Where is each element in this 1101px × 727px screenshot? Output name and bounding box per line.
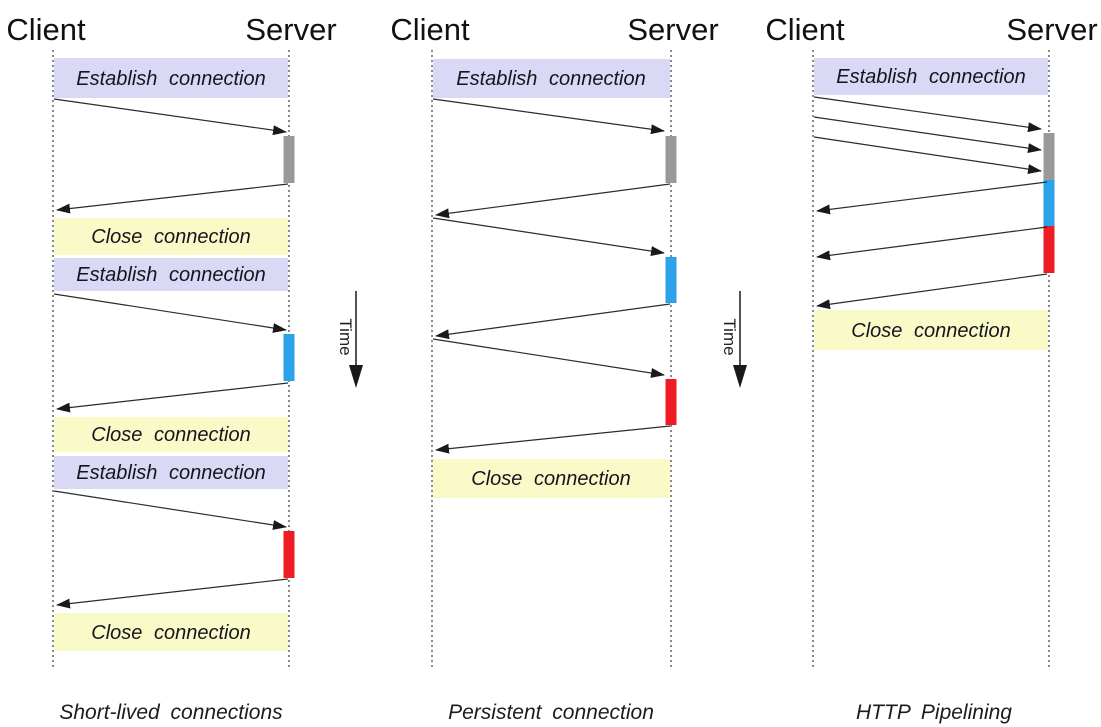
request-arrow — [432, 98, 665, 135]
establish-connection-label: Establish connection — [456, 68, 645, 90]
establish-connection-box — [433, 59, 670, 98]
response-arrow — [56, 382, 289, 413]
response-arrow — [56, 578, 289, 609]
server-processing-bar-red — [1043, 226, 1055, 273]
close-connection-label: Close connection — [91, 424, 250, 446]
panel-caption-short-lived: Short-lived connections — [59, 701, 283, 724]
pipelined-request-arrow — [813, 136, 1042, 175]
client-heading: Client — [6, 12, 86, 47]
server-processing-bar-blue — [665, 257, 677, 303]
close-connection-box — [54, 417, 288, 452]
request-arrow — [432, 217, 665, 256]
server-processing-bar-blue — [1043, 180, 1055, 226]
request-arrow — [53, 490, 287, 530]
server-heading: Server — [245, 12, 336, 47]
close-connection-label: Close connection — [471, 468, 630, 490]
server-processing-bar-gray — [1043, 133, 1055, 180]
time-label: Time — [336, 318, 355, 355]
panel-short-lived: Client Server Establish connection Close… — [6, 12, 336, 724]
establish-connection-box — [54, 58, 288, 98]
close-connection-box — [54, 613, 288, 651]
request-arrow — [53, 98, 287, 136]
establish-connection-label: Establish connection — [836, 66, 1025, 88]
request-arrow — [53, 293, 287, 333]
time-label: Time — [720, 318, 739, 355]
server-heading: Server — [1006, 12, 1097, 47]
response-arrow — [816, 273, 1048, 310]
server-processing-bar-gray — [283, 136, 295, 183]
time-axis: Time — [336, 291, 363, 388]
establish-connection-box — [54, 258, 288, 291]
establish-connection-box — [54, 456, 288, 489]
response-arrow — [816, 226, 1048, 261]
response-arrow — [435, 303, 671, 340]
establish-connection-label: Establish connection — [76, 264, 265, 286]
close-connection-label: Close connection — [851, 320, 1010, 342]
pipelined-request-arrow — [813, 96, 1042, 133]
close-connection-box — [814, 310, 1048, 350]
client-heading: Client — [765, 12, 845, 47]
panel-caption-persistent: Persistent connection — [448, 701, 654, 724]
close-connection-label: Close connection — [91, 622, 250, 644]
panel-persistent: Client Server Establish connection Close… — [390, 12, 718, 724]
panel-caption-pipelining: HTTP Pipelining — [856, 701, 1012, 724]
close-connection-label: Close connection — [91, 226, 250, 248]
server-processing-bar-gray — [665, 136, 677, 183]
request-arrow — [432, 338, 665, 378]
establish-connection-box — [814, 58, 1048, 95]
server-processing-bar-red — [665, 379, 677, 425]
client-heading: Client — [390, 12, 470, 47]
server-processing-bar-red — [283, 531, 295, 578]
close-connection-box — [433, 459, 670, 498]
server-processing-bar-blue — [283, 334, 295, 381]
server-heading: Server — [627, 12, 718, 47]
establish-connection-label: Establish connection — [76, 462, 265, 484]
time-axis-arrowhead — [349, 365, 363, 388]
response-arrow — [435, 183, 671, 219]
establish-connection-label: Establish connection — [76, 68, 265, 90]
response-arrow — [816, 181, 1048, 215]
response-arrow — [56, 183, 289, 214]
pipelined-request-arrow — [813, 116, 1042, 154]
response-arrow — [435, 425, 671, 454]
time-axis: Time — [720, 291, 747, 388]
time-axis-arrowhead — [733, 365, 747, 388]
close-connection-box — [54, 218, 288, 255]
panel-pipelining: Client Server Establish connection Close… — [765, 12, 1097, 724]
